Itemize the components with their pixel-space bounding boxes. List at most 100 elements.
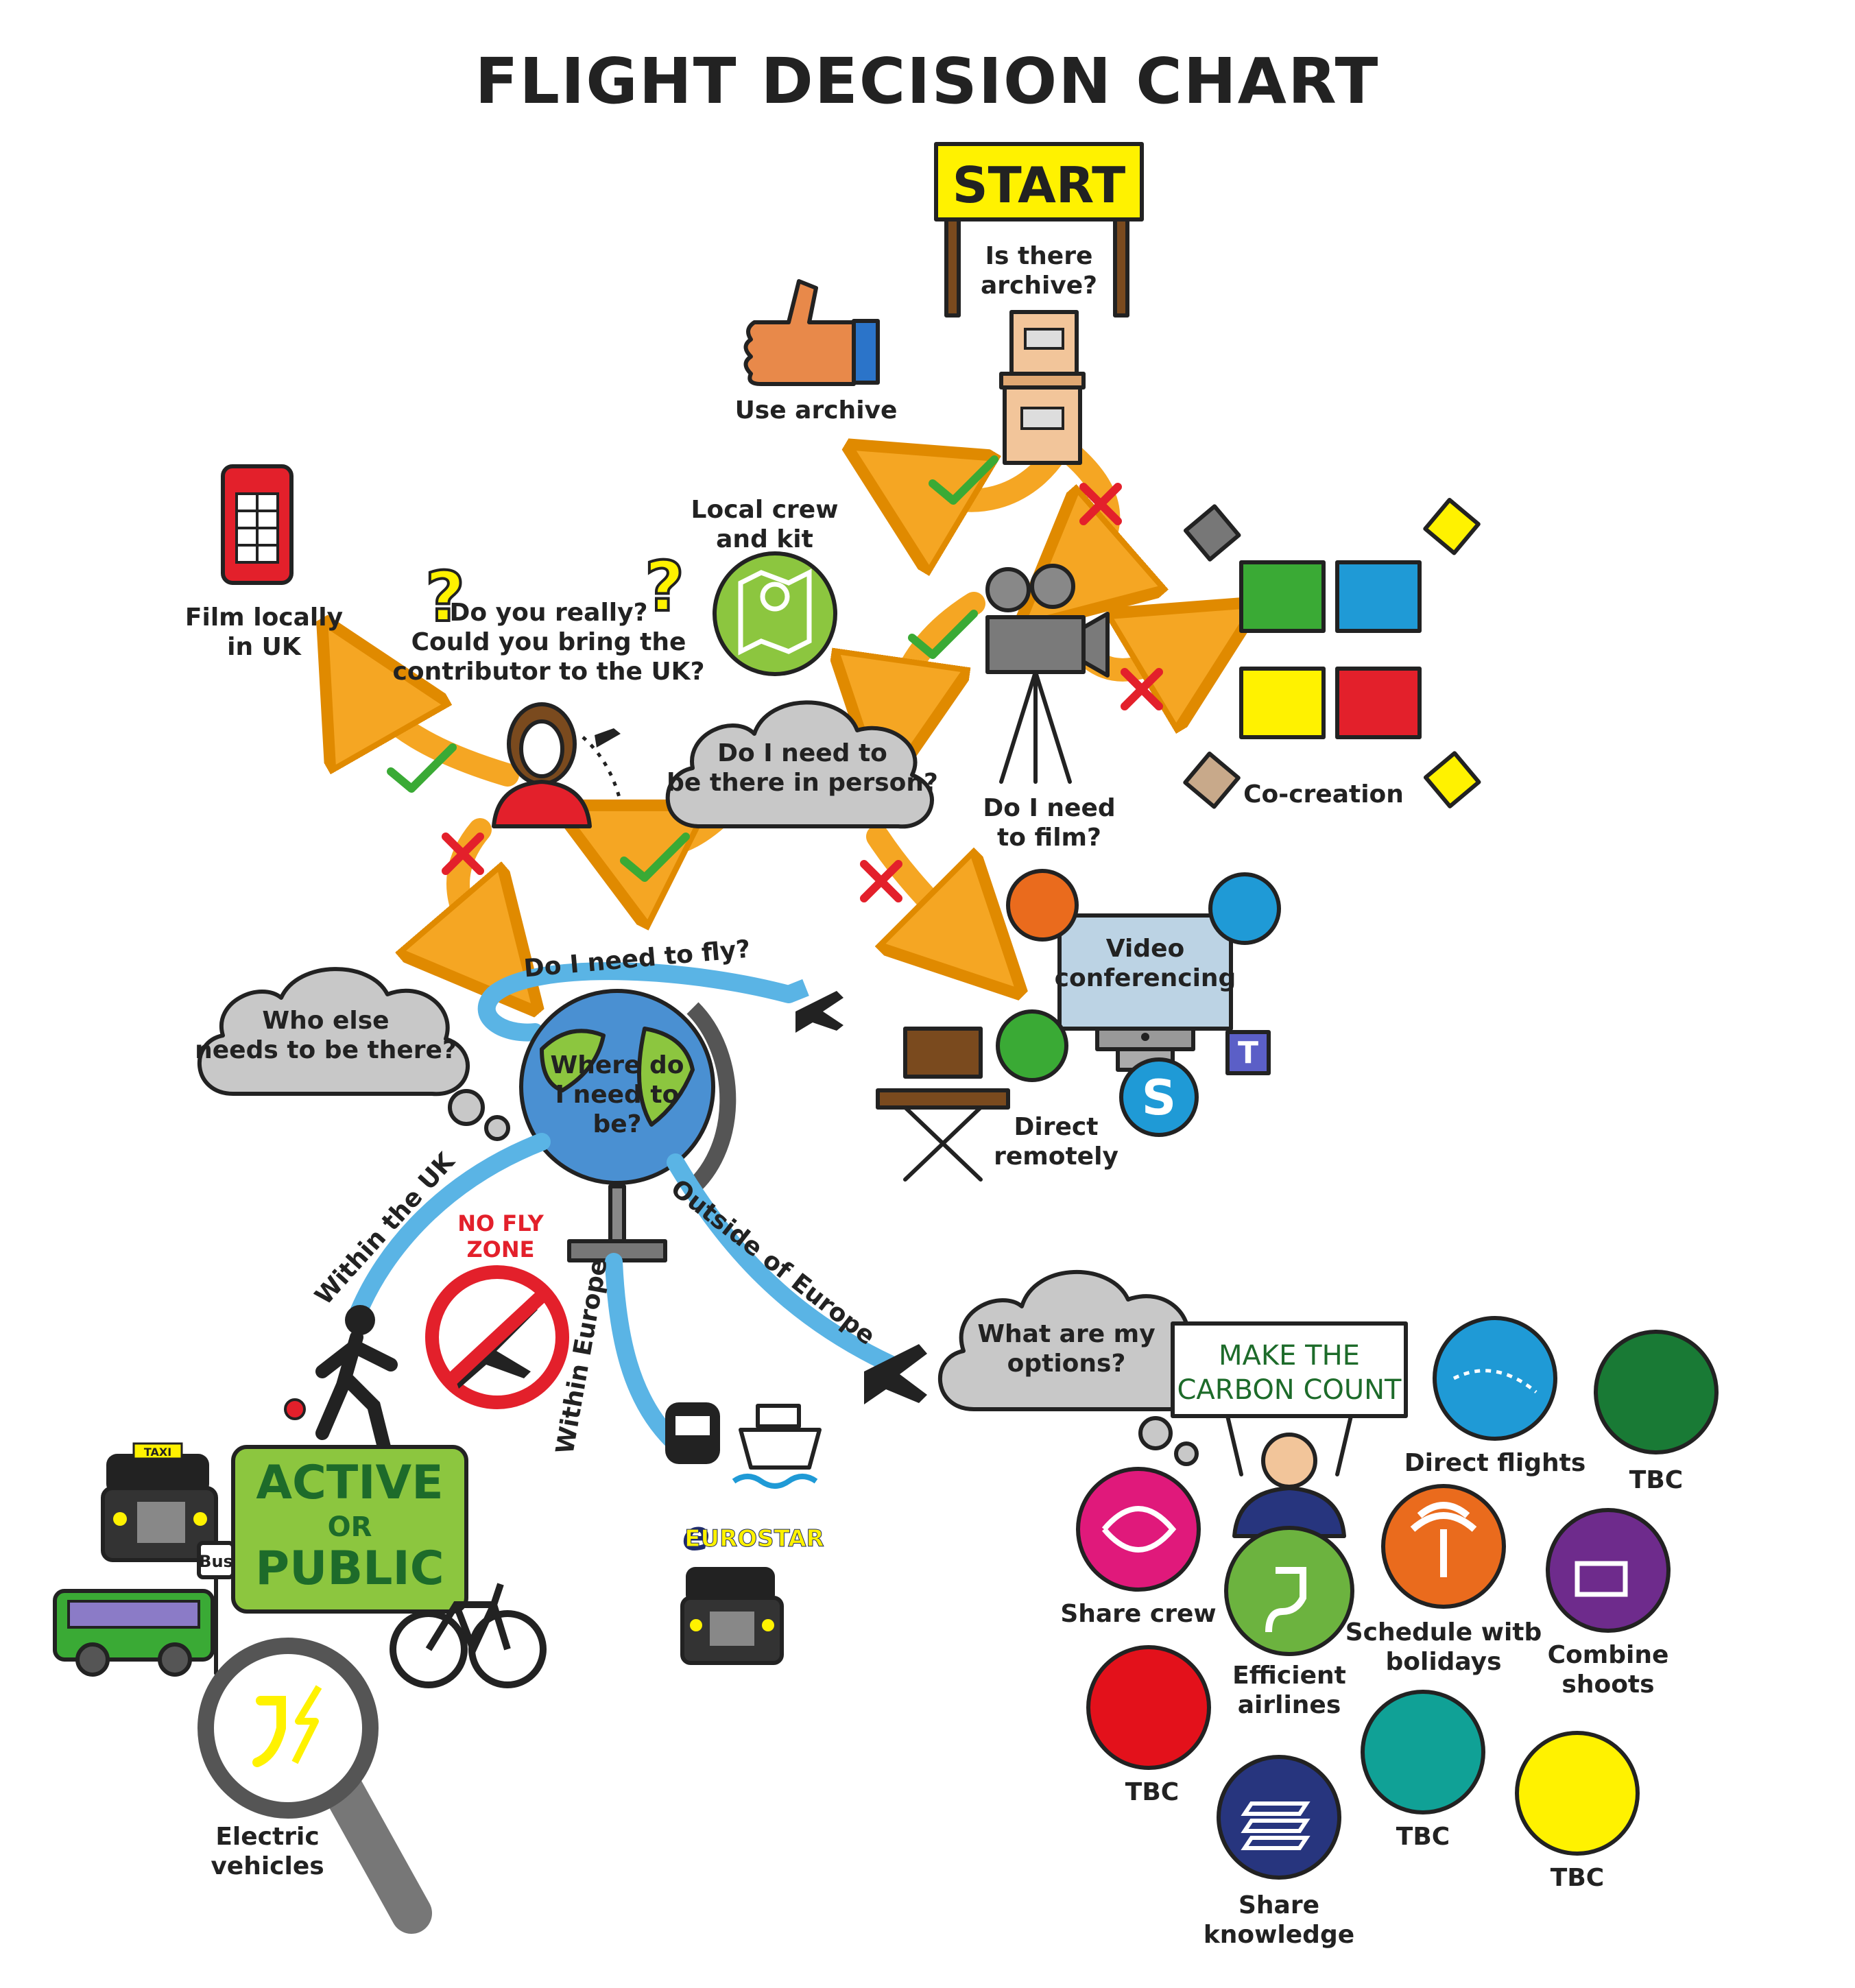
eurostar-logo-icon: e	[682, 1512, 710, 1560]
hangouts-icon	[996, 1009, 1068, 1082]
skype-letter-icon: S	[1142, 1070, 1176, 1126]
or-label: OR	[328, 1511, 372, 1543]
option-tbc-teal-circle	[1361, 1690, 1485, 1815]
active-label: ACTIVE	[256, 1456, 443, 1510]
option-direct-flights-circle	[1433, 1316, 1557, 1441]
option-tbc-label: TBC	[1551, 1864, 1604, 1892]
bus-icon	[53, 1589, 215, 1677]
decision-marks	[387, 455, 1163, 902]
bus-stop-label: Bus	[199, 1552, 233, 1571]
film-locally-line1: Film locally	[185, 603, 343, 632]
option-efficient-airlines-line1: Efficient	[1232, 1662, 1346, 1690]
carbon-sign-line1: MAKE THE	[1219, 1340, 1360, 1372]
option-share-knowledge-circle	[1217, 1755, 1341, 1880]
option-combine-shoots-line2: shoots	[1561, 1670, 1654, 1699]
carbon-sign-person-icon: MAKE THE CARBON COUNT	[1171, 1321, 1408, 1538]
who-else-cloud: Who else needs to be there?	[195, 967, 510, 1141]
train-icon	[665, 1402, 720, 1464]
route-within-europe	[605, 1253, 681, 1449]
taxi-label: TAXI	[144, 1446, 171, 1459]
where-need-line1: Where do	[551, 1051, 684, 1079]
video-conferencing-line2: conferencing	[1055, 964, 1236, 992]
option-share-knowledge-line1: Share	[1238, 1891, 1319, 1919]
books-icon	[1241, 1801, 1311, 1850]
camera-icon	[1575, 1561, 1628, 1597]
what-options-line2: options?	[1007, 1350, 1126, 1378]
bus-stop-icon: Bus	[197, 1541, 235, 1675]
option-efficient-airlines-circle	[1224, 1526, 1354, 1656]
electric-vehicles-line2: vehicles	[211, 1852, 324, 1880]
need-in-person-cloud: Do I need to be there in person?	[665, 700, 938, 829]
globe-icon: Where do I need to be?	[519, 989, 737, 1262]
teams-icon	[1225, 1030, 1271, 1075]
start-label: START	[953, 156, 1125, 214]
option-tbc-green-circle	[1594, 1330, 1719, 1454]
eurostar-label: EUROSTAR	[684, 1525, 824, 1553]
route-outside-europe-label: Outside of Europe	[665, 1174, 880, 1350]
option-efficient-airlines-line2: airlines	[1238, 1691, 1341, 1719]
question-mark-icon: ?	[645, 547, 684, 627]
plane-icon	[864, 1344, 927, 1404]
need-in-person-line1: Do I need to	[717, 739, 887, 767]
taxi-icon	[680, 1567, 784, 1665]
route-within-uk	[348, 1133, 551, 1326]
contributor-person-icon	[492, 702, 623, 828]
archive-boxes-icon	[999, 310, 1086, 465]
cross-icon	[1079, 483, 1122, 525]
taxi-icon: TAXI	[101, 1442, 218, 1562]
map-pin-icon	[713, 551, 837, 676]
need-to-film-line2: to film?	[997, 824, 1101, 852]
video-monitor-icon: Video conferencing	[1055, 913, 1236, 1072]
option-combine-shoots-line1: Combine	[1548, 1641, 1669, 1669]
route-within-uk-label: Within the UK	[310, 1147, 461, 1310]
archive-question-line2: archive?	[981, 272, 1097, 300]
electric-vehicles-line1: Electric	[215, 1823, 319, 1851]
who-else-line2: needs to be there?	[195, 1036, 457, 1064]
direct-remotely-line1: Direct	[1014, 1113, 1099, 1141]
option-schedule-holidays-line2: bolidays	[1385, 1648, 1501, 1676]
use-archive-label: Use archive	[735, 396, 898, 424]
public-label: PUBLIC	[255, 1542, 444, 1596]
page-title: FLIGHT DECISION CHART	[475, 45, 1380, 118]
what-options-line1: What are my	[977, 1320, 1155, 1348]
plug-leaf-icon	[1265, 1567, 1306, 1633]
cross-icon	[442, 833, 484, 875]
bicycle-icon	[390, 1583, 547, 1688]
palm-tree-icon	[1410, 1502, 1477, 1577]
no-fly-zone-icon	[425, 1265, 569, 1409]
director-chair-icon	[876, 1027, 1010, 1182]
electric-vehicles-magnifier-icon	[198, 1638, 432, 1934]
do-you-really-line2: Could you bring the	[411, 628, 686, 656]
plane-route-icon	[1452, 1369, 1537, 1393]
option-share-crew-label: Share crew	[1060, 1600, 1216, 1628]
no-fly-zone-line1: NO FLY	[457, 1210, 544, 1236]
option-tbc-yellow-circle	[1515, 1731, 1640, 1856]
fly-orbit-path	[477, 962, 798, 1042]
what-options-cloud: What are my options?	[938, 1270, 1211, 1466]
thumbs-up-icon	[743, 279, 880, 386]
local-crew-line1: Local crew	[691, 496, 839, 524]
do-you-really-line3: contributor to the UK?	[393, 658, 705, 686]
route-outside-europe	[667, 1153, 900, 1374]
no-fly-zone-line2: ZONE	[466, 1236, 534, 1262]
check-icon	[908, 610, 978, 659]
where-need-line3: be?	[593, 1110, 641, 1138]
teams-letter-icon: T	[1238, 1035, 1258, 1070]
option-share-crew-circle	[1076, 1467, 1201, 1592]
do-you-really-line1: Do you really?	[449, 599, 647, 627]
option-tbc-label: TBC	[1125, 1778, 1179, 1806]
film-camera-icon	[985, 564, 1110, 784]
video-app-icon	[1208, 872, 1281, 945]
cross-icon	[860, 860, 902, 902]
option-tbc-red-circle	[1086, 1645, 1211, 1770]
start-sign: START Is there archive?	[934, 142, 1144, 318]
direct-remotely-line2: remotely	[994, 1142, 1118, 1171]
cross-icon	[1121, 668, 1163, 710]
check-icon	[620, 833, 690, 882]
options-group: Direct flights TBC Share crew Efficient …	[1060, 1316, 1719, 1949]
check-icon	[929, 455, 998, 505]
active-public-panel: ACTIVE OR PUBLIC	[231, 1445, 468, 1614]
arrow-to-direct-remotely	[866, 825, 974, 946]
option-direct-flights-label: Direct flights	[1404, 1449, 1586, 1477]
arrow-to-use-archive	[905, 453, 1068, 501]
